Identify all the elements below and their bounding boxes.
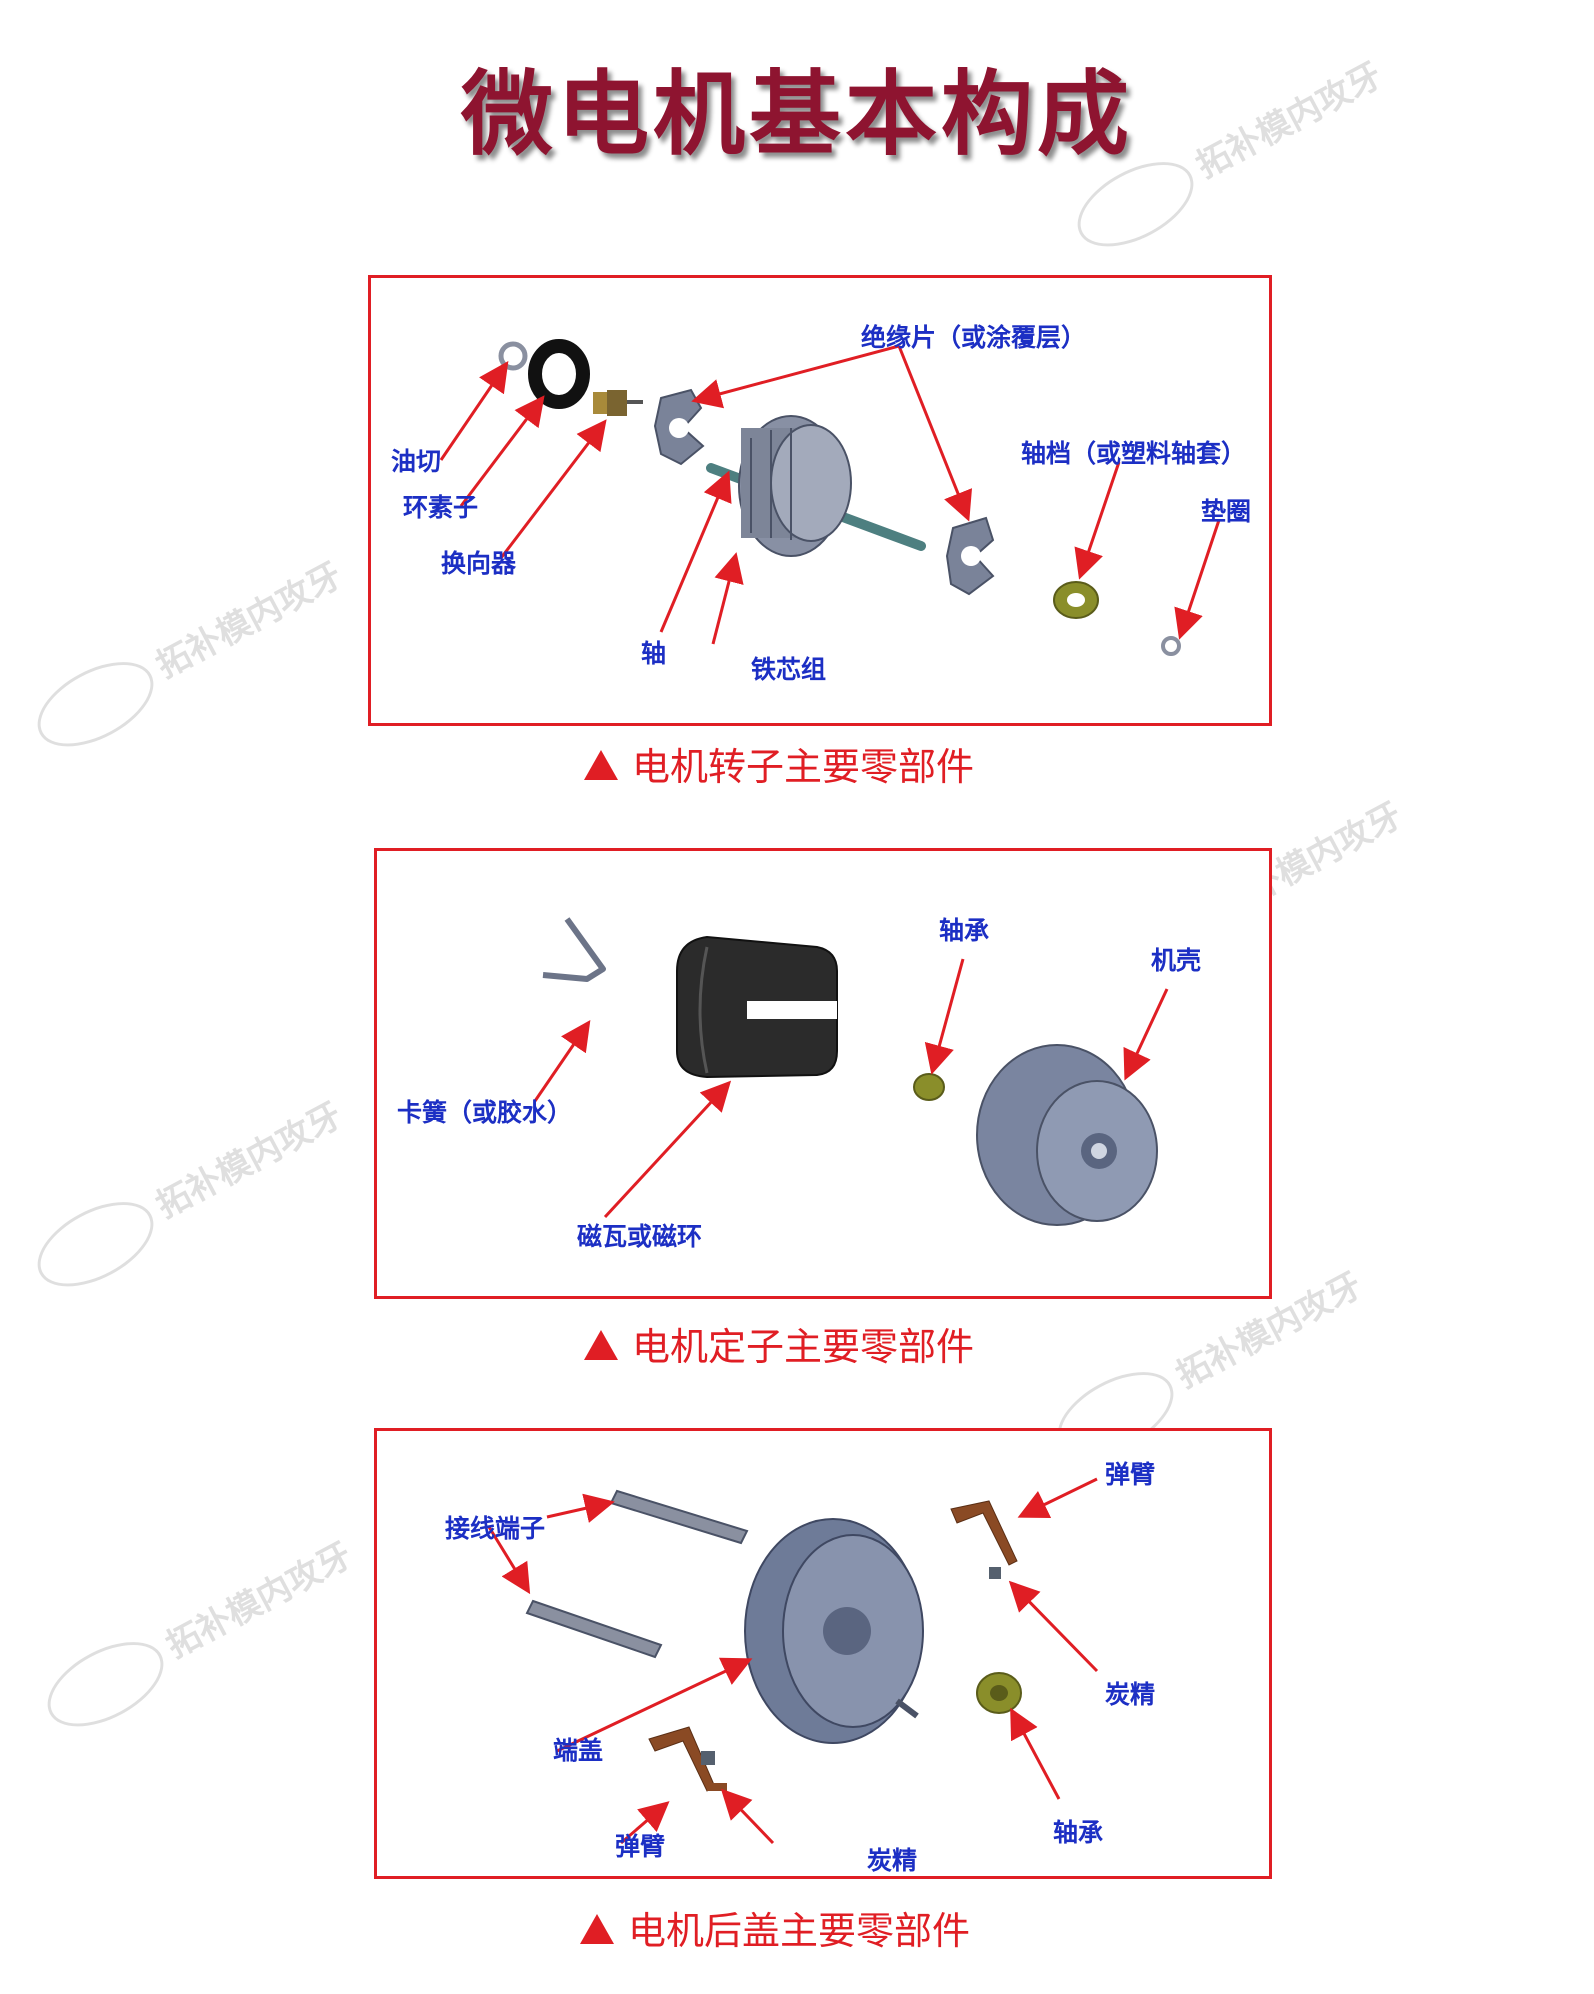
- magnet-part: [676, 935, 838, 1079]
- washer-part: [1161, 636, 1181, 656]
- shaft-stop-part: [1053, 581, 1099, 619]
- rotor-panel: 油切 环素子 换向器 轴 铁芯组 绝缘片（或涂覆层） 轴档（或塑料轴套） 垫圈: [368, 275, 1272, 726]
- label-washer: 垫圈: [1201, 497, 1252, 526]
- ring-element-part: [528, 339, 590, 409]
- label-spring-arm-top: 弹臂: [1105, 1460, 1156, 1489]
- label-oil-cut: 油切: [391, 447, 442, 476]
- label-carbon-brush-right: 炭精: [1105, 1680, 1156, 1709]
- label-shaft: 轴: [641, 639, 667, 668]
- rotor-callout-arrows: [439, 344, 1221, 645]
- label-carbon-brush-bottom: 炭精: [867, 1846, 918, 1875]
- endcap-caption: 电机后盖主要零部件: [580, 1900, 970, 1955]
- housing-part: [976, 1044, 1158, 1226]
- label-bearing: 轴承: [939, 916, 990, 945]
- carbon-brush-bottom-part: [701, 1751, 715, 1765]
- label-terminal: 接线端子: [445, 1514, 546, 1543]
- label-insulator: 绝缘片（或涂覆层）: [861, 323, 1087, 352]
- rotor-caption: 电机转子主要零部件: [584, 736, 974, 791]
- triangle-icon: [584, 750, 618, 780]
- rotor-diagram: [439, 339, 1221, 656]
- carbon-brush-right-part: [989, 1567, 1001, 1579]
- bearing-part: [913, 1073, 945, 1101]
- label-spring-arm-bottom: 弹臂: [615, 1832, 666, 1861]
- label-ring-element: 环素子: [403, 493, 479, 522]
- watermark: 拓补模内攻牙: [23, 544, 356, 764]
- spring-arm-top-part: [950, 1500, 1018, 1566]
- terminal-part-bottom: [525, 1599, 663, 1659]
- label-clip: 卡簧（或胶水）: [397, 1098, 573, 1127]
- page-title: 微电机基本构成: [460, 61, 1133, 168]
- terminal-part-top: [609, 1489, 749, 1545]
- label-shaft-stop: 轴档（或塑料轴套）: [1021, 439, 1247, 468]
- watermark-logo-icon: [23, 1184, 168, 1304]
- watermark-logo-icon: [33, 1624, 178, 1744]
- watermark: 拓补模内攻牙: [33, 1524, 366, 1744]
- endcap-diagram: [487, 1477, 1099, 1845]
- endcap-bearing-part: [976, 1672, 1022, 1714]
- spring-arm-bottom-part: [648, 1726, 727, 1792]
- label-core: 铁芯组: [751, 655, 827, 684]
- label-commutator: 换向器: [441, 549, 517, 578]
- end-cover-part: [744, 1518, 924, 1744]
- endcap-panel: 接线端子 弹臂 炭精 端盖 弹臂 炭精 轴承: [374, 1428, 1272, 1879]
- stator-callout-arrows: [533, 958, 1169, 1219]
- label-housing: 机壳: [1151, 946, 1202, 975]
- oil-cut-part: [498, 341, 528, 371]
- watermark: 拓补模内攻牙: [23, 1084, 356, 1304]
- triangle-icon: [580, 1914, 614, 1944]
- label-end-cover: 端盖: [553, 1736, 604, 1765]
- stator-panel: 卡簧（或胶水） 磁瓦或磁环 轴承 机壳: [374, 848, 1272, 1299]
- commutator-part: [593, 390, 643, 416]
- stator-caption: 电机定子主要零部件: [584, 1316, 974, 1371]
- watermark-logo-icon: [23, 644, 168, 764]
- insulator-right-part: [945, 516, 995, 596]
- label-endcap-bearing: 轴承: [1053, 1818, 1104, 1847]
- core-part: [738, 415, 852, 557]
- insulator-left-part: [653, 388, 705, 466]
- clip-part: [542, 917, 606, 982]
- stator-diagram: [533, 917, 1169, 1226]
- triangle-icon: [584, 1330, 618, 1360]
- endcap-callout-arrows: [487, 1477, 1099, 1845]
- label-magnet: 磁瓦或磁环: [577, 1222, 703, 1251]
